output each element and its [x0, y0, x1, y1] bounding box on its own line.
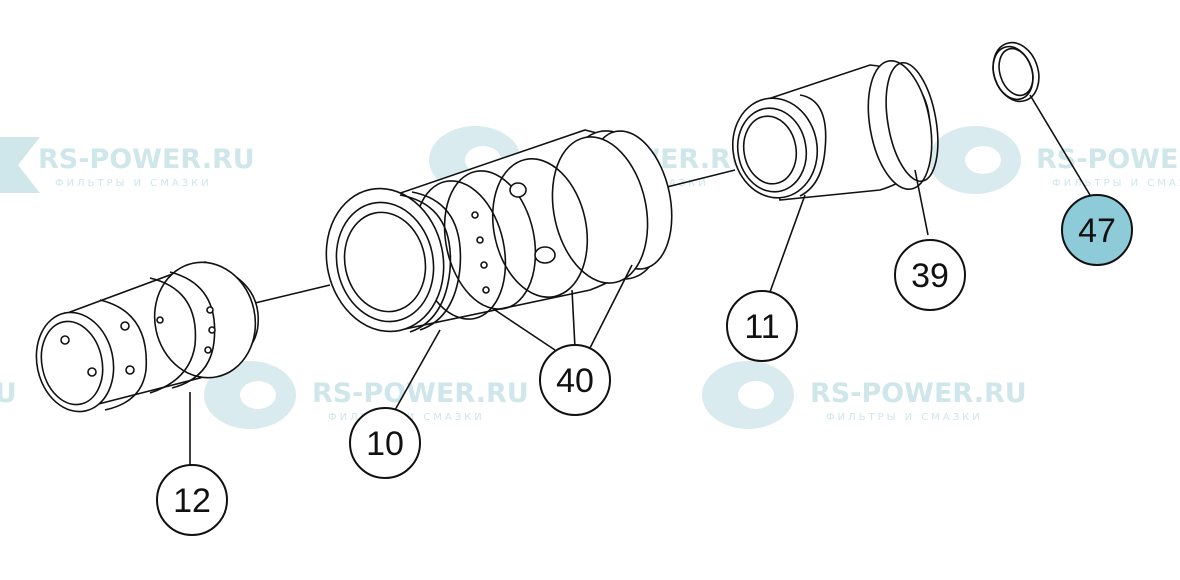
- callout-circle: [349, 407, 421, 479]
- callout-circle: [539, 344, 611, 416]
- callout-circle: [894, 239, 966, 311]
- callout-40: 40: [539, 344, 611, 416]
- callout-label: 12: [173, 482, 211, 520]
- watermark-3: RS-POWER.RU ФИЛЬТРЫ И СМАЗКИ: [929, 126, 1180, 194]
- part-12-bushing: [35, 261, 259, 413]
- watermark-brand: RS-POWER.RU: [1036, 144, 1180, 175]
- callout-label: 11: [744, 308, 779, 346]
- watermark-brand: RS-POWER.RU: [312, 378, 529, 409]
- watermark-tagline: ФИЛЬТРЫ И СМАЗКИ: [1052, 178, 1180, 189]
- callout-10: 10: [349, 407, 421, 479]
- watermark-logo-icon: [204, 361, 296, 429]
- watermark-brand: RS-POWER.RU: [0, 378, 17, 409]
- watermark-brand: RS-POWER.RU: [810, 378, 1027, 409]
- callout-label: 47: [1078, 212, 1116, 250]
- callout-label: 40: [556, 362, 594, 400]
- callout-circle: [726, 290, 798, 362]
- part-10-spool-body: [325, 129, 673, 333]
- watermark-logo-icon: [0, 137, 40, 193]
- callout-11: 11: [726, 290, 798, 362]
- watermark-5: RS-POWER.RU ФИЛЬТРЫ И СМАЗКИ: [702, 361, 1027, 429]
- watermark-6: RS-POWER.RU: [0, 378, 17, 409]
- callout-12: 12: [156, 464, 228, 536]
- watermark-logo-icon: [702, 361, 794, 429]
- callout-label: 39: [911, 257, 949, 295]
- callouts: 47 39 11 40 10 12: [156, 194, 1133, 536]
- callout-label: 10: [366, 425, 404, 463]
- watermark-1: RS-POWER.RU ФИЛЬТРЫ И СМАЗКИ: [0, 137, 255, 193]
- callout-39: 39: [894, 239, 966, 311]
- watermark-tagline: ФИЛЬТРЫ И СМАЗКИ: [55, 178, 212, 189]
- watermark-tagline: ФИЛЬТРЫ И СМАЗКИ: [826, 412, 983, 423]
- callout-circle: [156, 464, 228, 536]
- part-11-sleeve: [731, 59, 939, 201]
- callout-circle: [1061, 194, 1133, 266]
- watermark-brand: RS-POWER.RU: [38, 144, 255, 175]
- leader-lines: [189, 94, 1091, 465]
- watermark-logo-icon: [929, 126, 1021, 194]
- callout-47: 47: [1061, 194, 1133, 266]
- part-47-ring: [992, 41, 1040, 103]
